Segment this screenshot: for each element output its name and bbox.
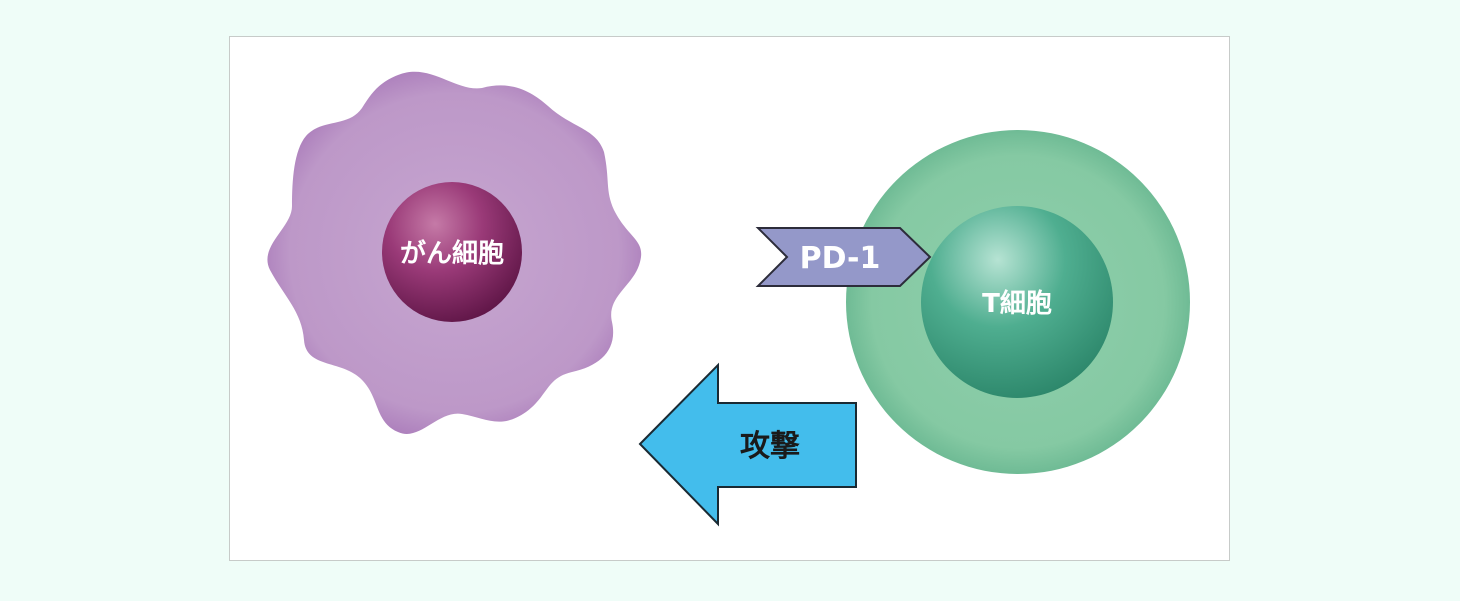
attack-arrow xyxy=(638,362,857,527)
pd1-receptor xyxy=(755,227,932,287)
cancer-cell-label: がん細胞 xyxy=(400,238,504,269)
t-cell-label: T細胞 xyxy=(982,288,1052,319)
pd1-label: PD-1 xyxy=(800,241,881,276)
attack-label: 攻撃 xyxy=(740,429,800,464)
t-cell-nucleus xyxy=(921,206,1113,398)
cancer-cell-nucleus xyxy=(382,182,522,322)
